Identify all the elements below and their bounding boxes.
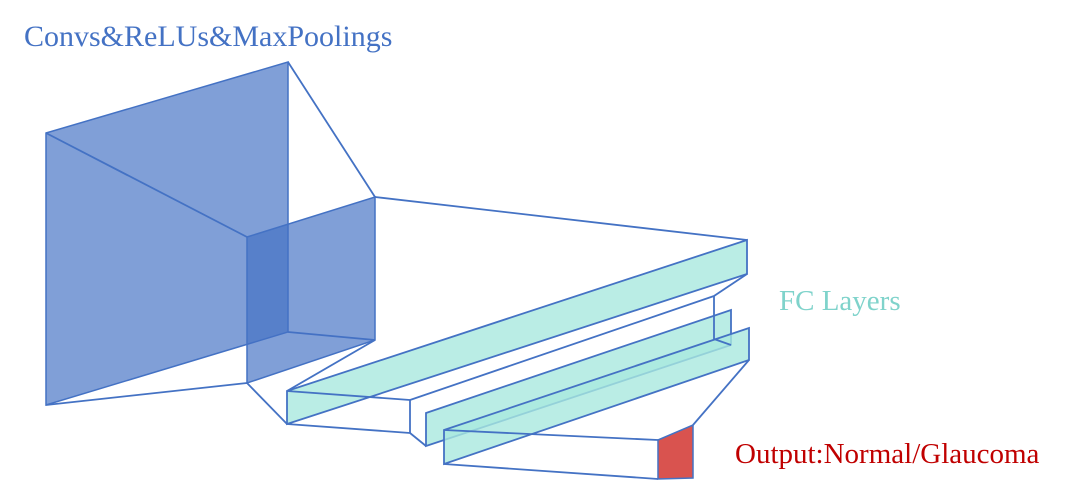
conv-block-label: Convs&ReLUs&MaxPoolings <box>24 20 392 53</box>
fc-connector-lines <box>286 273 750 480</box>
output-label: Output:Normal/Glaucoma <box>735 438 1040 470</box>
output-node <box>657 423 694 480</box>
fc-layers-label: FC Layers <box>779 285 901 317</box>
projection-lines-fc <box>246 196 748 425</box>
